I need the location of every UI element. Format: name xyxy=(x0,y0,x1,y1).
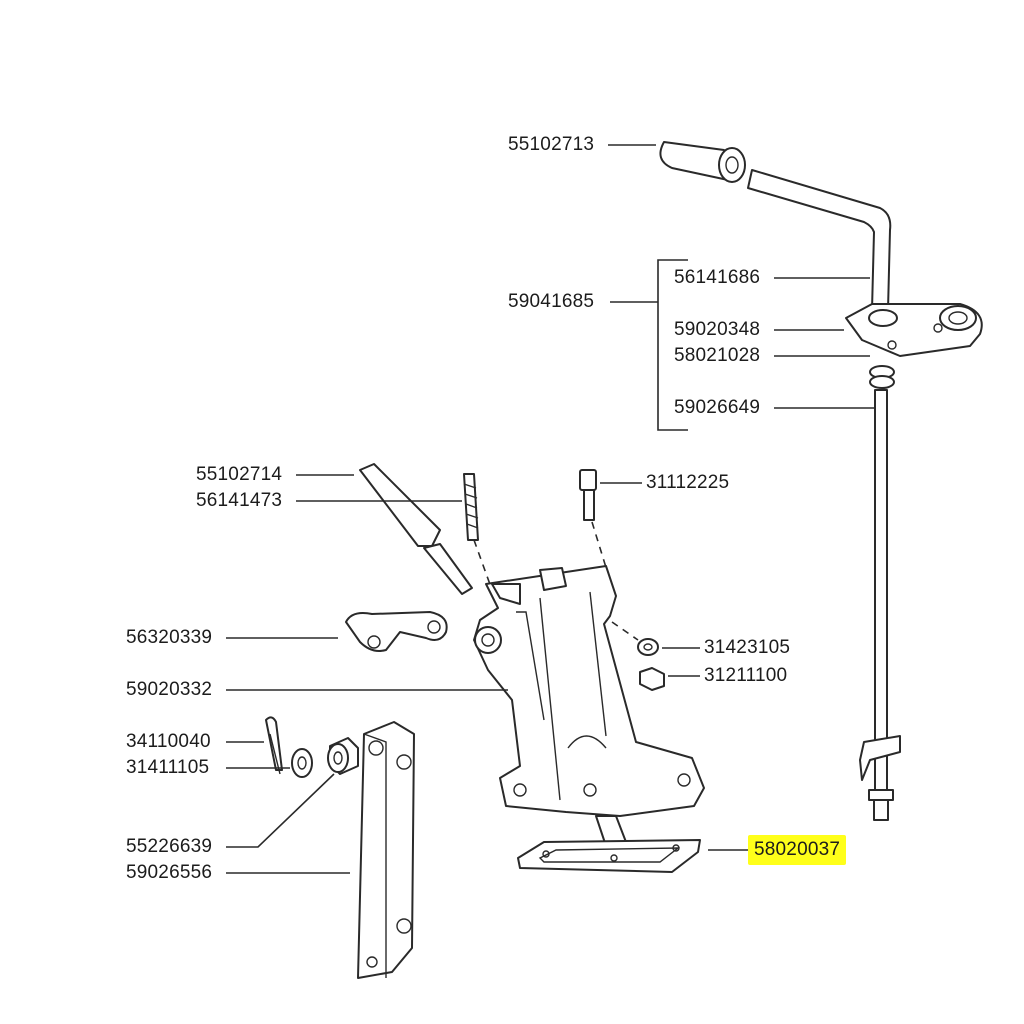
washer-58021028 xyxy=(869,365,895,389)
callout-59020332: 59020332 xyxy=(126,679,213,700)
lever-grip-55102713 xyxy=(659,141,746,183)
callout-56320339: 56320339 xyxy=(126,627,213,648)
shift-lever-rod-56141686 xyxy=(747,169,892,311)
callout-31112225: 31112225 xyxy=(646,472,730,493)
washer-31411105 xyxy=(291,748,313,778)
handle-55102714 xyxy=(359,463,473,595)
gasket-58020037 xyxy=(517,839,701,873)
cotter-pin-34110040 xyxy=(265,716,283,775)
stud-56141473 xyxy=(463,473,493,591)
bolt-31112225 xyxy=(579,469,609,575)
nut-31211100 xyxy=(639,667,665,691)
callout-55102714: 55102714 xyxy=(196,464,283,485)
callout-59041685: 59041685 xyxy=(508,291,595,312)
washer-31423105 xyxy=(637,638,659,656)
callout-59026556: 59026556 xyxy=(126,862,213,883)
shift-rod-59026649 xyxy=(859,389,901,821)
callout-31211100: 31211100 xyxy=(704,665,788,686)
link-arm-59026556 xyxy=(357,721,415,979)
shift-housing-59020332 xyxy=(473,565,705,847)
callout-59020348: 59020348 xyxy=(674,319,761,340)
callout-56141686: 56141686 xyxy=(674,267,761,288)
pivot-plate-59020348 xyxy=(845,303,983,357)
callout-58020037-highlighted: 58020037 xyxy=(748,835,847,865)
callout-56141473: 56141473 xyxy=(196,490,283,511)
callout-31423105: 31423105 xyxy=(704,637,791,658)
callout-59026649: 59026649 xyxy=(674,397,761,418)
callout-55102713: 55102713 xyxy=(508,134,595,155)
callout-31411105: 31411105 xyxy=(126,757,210,778)
callout-58021028: 58021028 xyxy=(674,345,761,366)
bushing-55226639 xyxy=(327,737,359,775)
bracket-56320339 xyxy=(345,611,448,652)
callout-34110040: 34110040 xyxy=(126,731,211,752)
callout-55226639: 55226639 xyxy=(126,836,213,857)
